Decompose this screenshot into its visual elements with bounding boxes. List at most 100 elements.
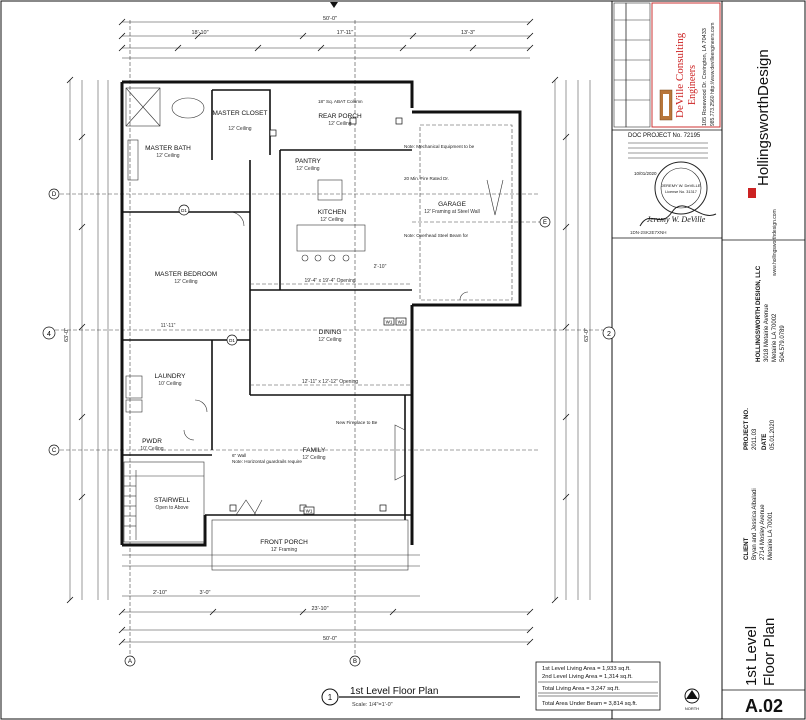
dim-bottom-b: 2'-10" (153, 590, 167, 596)
project-date: 05.01.2020 (770, 419, 776, 450)
firm-legal-name: HOLLINGSWORTH DESIGN, LLC (755, 265, 762, 362)
door-swings (183, 211, 469, 516)
client-addr1: 2714 Mosley Avenue (760, 504, 766, 560)
firm-addr1: 3018 Metairie Avenue (764, 303, 770, 362)
grid-label-a: A (128, 659, 132, 665)
grid-label-d: D (52, 192, 57, 198)
stair-treads (123, 461, 205, 543)
room-rear-porch: REAR PORCH (318, 113, 362, 120)
fireplace (394, 424, 406, 481)
seal-date: 10/01/2020 (634, 171, 657, 176)
cert-code: 1DN-2SK2E7XNH (630, 230, 667, 235)
tag-w1-b-label: W1 (306, 509, 313, 514)
grid-bubble-4 (42, 326, 56, 340)
engineer-name: DeVille Consulting (674, 32, 686, 118)
client-label: CLIENT (743, 537, 750, 560)
engineer-name-2: Engineers (687, 65, 698, 105)
seal-name: JEREMY W. DeVILLE (661, 183, 700, 188)
revision-table (613, 2, 651, 128)
kitchen-island (296, 179, 366, 262)
room-dining-ceiling: 12' Ceiling (318, 337, 341, 343)
firm-phone: 504.579.0789 (780, 325, 786, 362)
dim-overall-bottom: 50'-0" (323, 636, 337, 642)
dim-side-left: 63'-0" (64, 328, 70, 342)
tag-d1-b (226, 334, 238, 346)
dimension-ticks (66, 18, 570, 646)
seal-license: License No. 31317 (665, 190, 697, 194)
room-powder: PWDR (142, 438, 162, 445)
tag-d1-b-label: D1 (229, 338, 235, 343)
dim-bottom-a: 23'-10" (311, 606, 328, 612)
room-powder-ceiling: 10' Ceiling (140, 446, 163, 452)
tag-w2-a-label: W2 (398, 320, 405, 325)
note-beam-2: 12'-11" x 12'-12" Opening (302, 379, 358, 385)
grid-bubble-b (349, 655, 361, 667)
callout-number: 1 (328, 693, 333, 702)
grid-marker-top (330, 2, 338, 8)
room-master-closet-ceiling: 12' Ceiling (228, 126, 251, 132)
grid-label-2: 2 (607, 331, 611, 338)
note-stair: Note: Horizontal guardrails require (232, 459, 302, 464)
engineer-seal (628, 142, 717, 227)
note-garage-1: Note: Mechanical Equipment to be (404, 144, 475, 149)
room-front-porch-ceiling: 12' Framing (271, 547, 297, 553)
dimension-lines (69, 21, 591, 643)
area-l2: 2nd Level Living Area = 1,314 sq.ft. (542, 674, 633, 680)
area-total: Total Living Area = 3,247 sq.ft. (542, 686, 620, 692)
room-laundry-ceiling: 10' Ceiling (158, 381, 181, 387)
room-stairwell-ceiling: Open to Above (155, 505, 188, 511)
tag-w1-b (303, 506, 315, 515)
room-laundry: LAUNDRY (155, 373, 187, 380)
engineer-phone: 985.773.2560 http://www.devilleengineers… (710, 23, 716, 126)
grid-label-4: 4 (47, 331, 51, 338)
room-family-ceiling: 12' Ceiling (302, 455, 325, 461)
note-family: New Fireplace to Be (336, 420, 378, 425)
doc-project-number: DOC PROJECT No. 72195 (628, 133, 701, 139)
room-family: FAMILY (303, 447, 326, 454)
sheet-title-1: 1st Level (743, 626, 760, 686)
tag-w2-a (395, 317, 407, 326)
room-garage: GARAGE (438, 201, 466, 208)
master-bath-fixtures (125, 87, 205, 181)
grid-bubble-e (539, 216, 551, 228)
room-master-bath-ceiling: 12' Ceiling (156, 153, 179, 159)
grid-label-b: B (353, 659, 357, 665)
laundry-fixtures (125, 375, 143, 413)
note-rear-porch: 18" Sq. ABAT Column (318, 99, 363, 104)
dim-top-mid: 17'-11" (337, 30, 354, 36)
exterior-walls (120, 80, 522, 547)
grid-bubble-d (48, 188, 60, 200)
front-porch-outline (122, 504, 420, 571)
room-master-bath: MASTER BATH (145, 145, 191, 152)
note-garage-2: 20 Min. Fire Rated Dr. (404, 176, 449, 181)
room-kitchen: KITCHEN (318, 209, 347, 216)
drawing-title: 1st Level Floor Plan (350, 686, 438, 697)
room-pantry-ceiling: 12' Ceiling (296, 166, 319, 172)
grid-label-e: E (543, 220, 547, 226)
note-beam-1: 19'-4" x 19'-4" Opening (304, 278, 355, 284)
area-l1: 1st Level Living Area = 1,933 sq.ft. (542, 666, 631, 672)
drawing-scale: Scale: 1/4"=1'-0" (352, 702, 393, 708)
room-master-closet: MASTER CLOSET (213, 110, 268, 117)
drawing-title-block (321, 688, 520, 706)
area-beam: Total Area Under Beam = 3,814 sq.ft. (542, 701, 638, 707)
grid-bubble-c (48, 444, 60, 456)
grid-bubble-2 (602, 326, 616, 340)
engineer-logo (651, 2, 721, 128)
firm-addr2: Metairie LA 70002 (772, 313, 778, 362)
room-dining: DINING (319, 329, 342, 336)
project-no: 2011.03 (752, 428, 758, 450)
room-pantry: PANTRY (295, 158, 321, 165)
rear-porch-columns (269, 117, 403, 137)
dim-kitchen-w: 2'-10" (374, 264, 387, 270)
engineer-signature: Jeremy W. DeVille (647, 215, 706, 224)
dim-bottom-c: 3'-0" (200, 590, 211, 596)
sheet-number: A.02 (745, 696, 783, 716)
dim-overall-top: 50'-0" (323, 16, 337, 22)
room-kitchen-ceiling: 12' Ceiling (320, 217, 343, 223)
room-stairwell: STAIRWELL (154, 497, 191, 504)
dim-top-left: 18'-10" (191, 30, 208, 36)
grid-label-c: C (52, 448, 57, 454)
